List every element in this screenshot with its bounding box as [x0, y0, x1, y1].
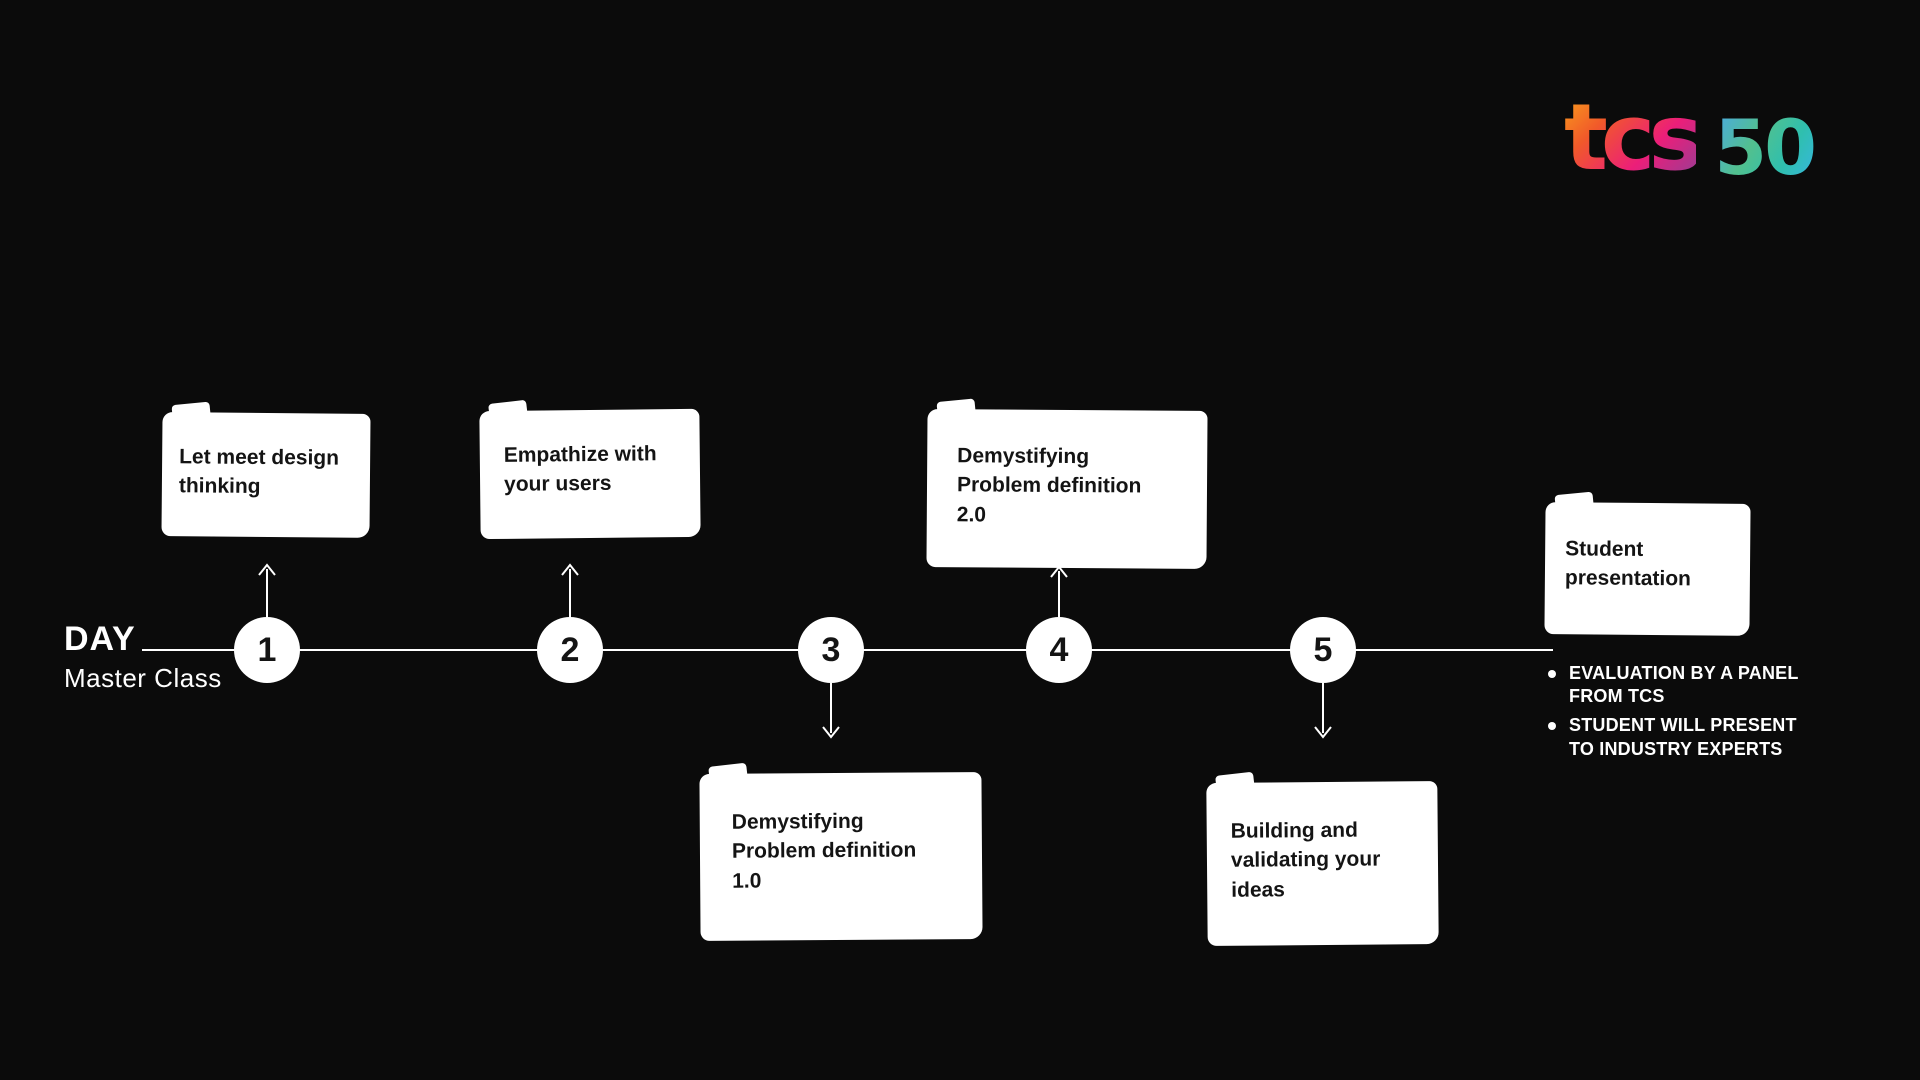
- logo-50-text: 50: [1714, 103, 1817, 192]
- topic-card-3: Demystifying Problem definition 1.0: [699, 762, 983, 941]
- card-title: Let meet design thinking: [178, 445, 340, 499]
- note-text: STUDENT WILL PRESENT TO INDUSTRY EXPERTS: [1569, 715, 1797, 759]
- timeline-node-3: 3: [798, 617, 864, 683]
- axis-subtitle: Master Class: [64, 663, 222, 693]
- presentation-notes: EVALUATION BY A PANEL FROM TCS STUDENT W…: [1548, 662, 1848, 767]
- card-title: Student presentation: [1564, 537, 1692, 591]
- bullet-dot-icon: [1548, 670, 1556, 678]
- card-title: Demystifying Problem definition 2.0: [956, 444, 1142, 527]
- card-title: Demystifying Problem definition 1.0: [731, 809, 917, 893]
- arrow-up-icon: [561, 563, 579, 619]
- topic-card-2: Empathize with your users: [479, 399, 701, 540]
- tcs-logo-text: tcs: [1563, 84, 1703, 191]
- card-title: Empathize with your users: [503, 442, 657, 497]
- timeline-node-1: 1: [234, 617, 300, 683]
- topic-card-4: Demystifying Problem definition 2.0: [926, 398, 1208, 569]
- axis-label: DAY Master Class: [64, 622, 222, 694]
- topic-card-1: Let meet design thinking: [161, 401, 371, 538]
- card-title: Building and validating your ideas: [1230, 818, 1381, 902]
- bullet-dot-icon: [1548, 722, 1556, 731]
- timeline-node-5: 5: [1290, 617, 1356, 683]
- note-text: EVALUATION BY A PANEL FROM TCS: [1569, 663, 1799, 707]
- arrow-down-icon: [822, 683, 840, 739]
- axis-title: DAY: [64, 620, 136, 658]
- tcs50-logo: tcs 50: [1563, 84, 1817, 192]
- topic-card-5: Building and validating your ideas: [1206, 771, 1439, 947]
- arrow-up-icon: [258, 563, 276, 619]
- student-presentation-card: Student presentation: [1544, 491, 1751, 636]
- arrow-up-icon: [1050, 565, 1068, 617]
- arrow-down-icon: [1314, 683, 1332, 739]
- note-item: STUDENT WILL PRESENT TO INDUSTRY EXPERTS: [1548, 714, 1848, 760]
- note-item: EVALUATION BY A PANEL FROM TCS: [1548, 662, 1848, 708]
- timeline-node-2: 2: [537, 617, 603, 683]
- timeline-node-4: 4: [1026, 617, 1092, 683]
